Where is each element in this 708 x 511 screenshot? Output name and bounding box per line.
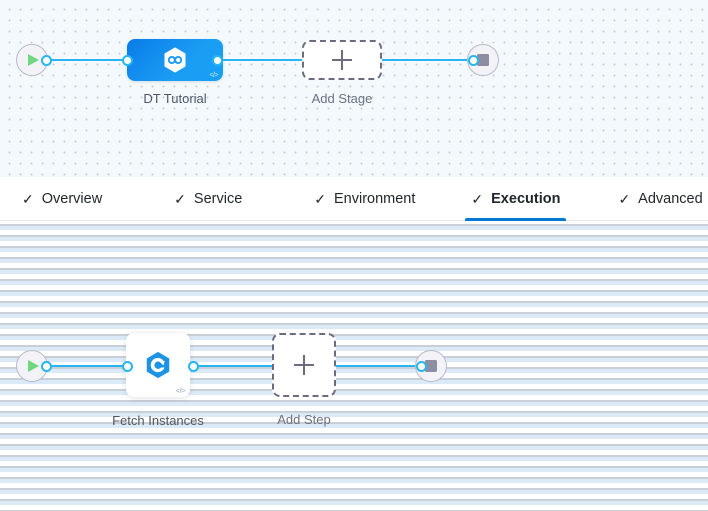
stop-icon bbox=[477, 54, 489, 66]
tab-execution-label: Execution bbox=[491, 190, 561, 207]
step-node-label: Fetch Instances bbox=[112, 413, 204, 428]
execution-start-node[interactable] bbox=[16, 350, 48, 382]
stop-icon bbox=[425, 360, 437, 372]
plus-icon bbox=[332, 50, 352, 70]
stage-node-output-port[interactable] bbox=[212, 54, 223, 66]
stage-node-dt-tutorial[interactable]: </> bbox=[127, 39, 223, 81]
stop-node-input-port[interactable] bbox=[468, 54, 479, 66]
stage-node-input-port[interactable] bbox=[122, 54, 133, 66]
execution-steps-canvas[interactable]: </> Fetch Instances Add Step bbox=[0, 221, 708, 511]
connector-start-to-stage bbox=[44, 59, 134, 61]
tab-advanced[interactable]: ✓ Advanced bbox=[606, 177, 708, 221]
stage-code-badge-icon[interactable]: </> bbox=[209, 72, 218, 79]
check-icon: ✓ bbox=[471, 190, 484, 207]
connector-step-to-add-step bbox=[192, 365, 272, 367]
connector-add-step-to-stop bbox=[336, 365, 420, 367]
elastigroup-hexagon-e-icon bbox=[143, 350, 173, 380]
connector-start-to-step bbox=[44, 365, 134, 367]
start-node-output-port[interactable] bbox=[41, 54, 52, 66]
harness-hexagon-infinity-icon bbox=[161, 46, 189, 74]
add-stage-label: Add Stage bbox=[311, 91, 373, 106]
play-icon bbox=[28, 360, 39, 372]
connector-add-stage-to-stop bbox=[378, 59, 472, 61]
execution-stop-node[interactable] bbox=[415, 350, 447, 382]
connector-stage-to-add-stage bbox=[216, 59, 306, 61]
step-node-fetch-instances[interactable]: </> bbox=[126, 333, 190, 397]
tab-service[interactable]: ✓ Service bbox=[162, 177, 254, 221]
stage-node-label: DT Tutorial bbox=[143, 91, 207, 106]
plus-icon bbox=[294, 355, 314, 375]
stage-config-tab-bar[interactable]: ✓ Overview ✓ Service ✓ Environment ✓ Exe… bbox=[0, 177, 708, 221]
check-icon: ✓ bbox=[618, 190, 631, 207]
step-node-output-port[interactable] bbox=[188, 360, 199, 372]
play-icon bbox=[28, 54, 39, 66]
step-node-input-port[interactable] bbox=[122, 360, 133, 372]
check-icon: ✓ bbox=[22, 190, 34, 207]
add-step-label: Add Step bbox=[277, 412, 331, 427]
tab-advanced-label: Advanced bbox=[638, 190, 703, 207]
tab-service-label: Service bbox=[193, 190, 243, 207]
tab-environment-label: Environment bbox=[334, 190, 416, 207]
execution-start-output-port[interactable] bbox=[41, 360, 52, 372]
check-icon: ✓ bbox=[174, 190, 186, 207]
add-step-button[interactable] bbox=[272, 333, 336, 397]
execution-stop-input-port[interactable] bbox=[416, 360, 427, 372]
add-stage-button[interactable] bbox=[302, 40, 382, 80]
tab-overview[interactable]: ✓ Overview bbox=[10, 177, 114, 221]
tab-environment[interactable]: ✓ Environment bbox=[302, 177, 427, 221]
tab-execution[interactable]: ✓ Execution bbox=[459, 177, 572, 221]
stage-graph-canvas[interactable]: </> DT Tutorial Add Stage bbox=[0, 0, 708, 177]
check-icon: ✓ bbox=[314, 190, 326, 207]
tab-overview-label: Overview bbox=[41, 190, 103, 207]
step-code-badge-icon[interactable]: </> bbox=[175, 385, 186, 395]
